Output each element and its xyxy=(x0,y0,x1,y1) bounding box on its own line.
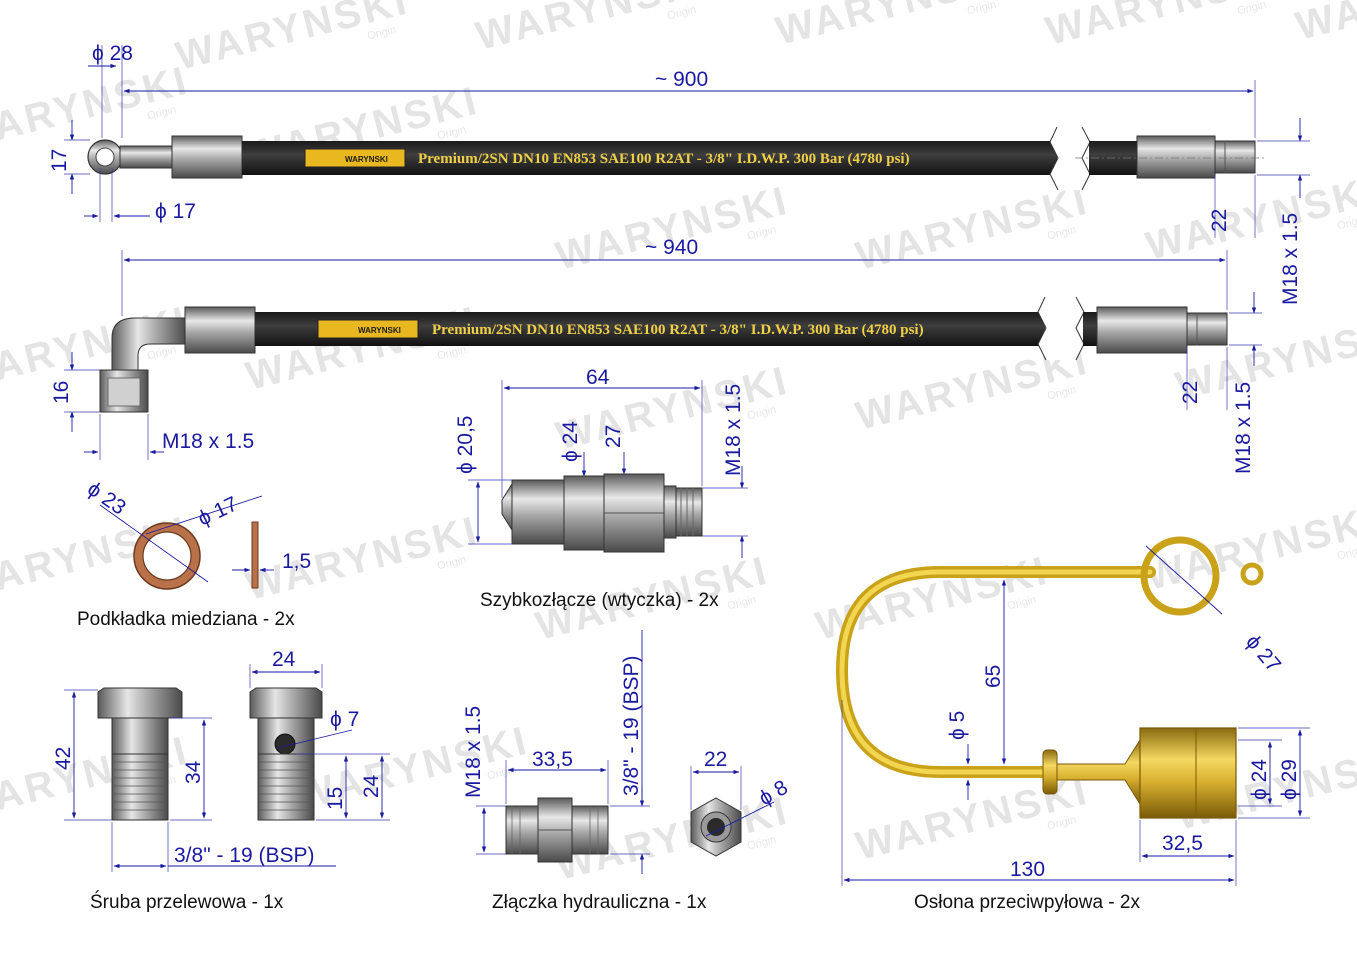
dim-hose1-height: 17 xyxy=(48,149,71,172)
hose-1-dimensions: ϕ 28 ~ 900 17 ϕ 17 22 M18 x 1.5 xyxy=(48,42,1310,305)
ferrule-left xyxy=(171,135,243,179)
nipple-caption: Złączka hydrauliczna - 1x xyxy=(492,892,707,913)
dim-hose2-height: 16 xyxy=(50,381,73,404)
bolt-head xyxy=(97,687,183,719)
dim-bolt-thread-len: 24 xyxy=(360,774,383,798)
dim-hose2-length: ~ 940 xyxy=(645,236,698,259)
dust-cap-dimensions: ϕ 27 65 ϕ 5 ϕ 24 ϕ 29 32,5 130 Osłona pr… xyxy=(841,545,1310,913)
dim-bolt-thread: 3/8" - 19 (BSP) xyxy=(174,844,315,867)
dim-hose1-inner-dia: ϕ 17 xyxy=(155,200,196,223)
dust-cap xyxy=(835,536,1264,819)
hose-2: WARYNSKI Premium/2SN DN10 EN853 SAE100 R… xyxy=(99,296,1228,413)
svg-text:WARYNSKI: WARYNSKI xyxy=(1292,0,1357,49)
dim-washer-inner: ϕ 17 xyxy=(194,492,241,530)
hose-1: WARYNSKI Premium/2SN DN10 EN853 SAE100 R… xyxy=(87,126,1265,191)
hydraulic-nipple xyxy=(505,797,742,863)
dim-cap-height: 65 xyxy=(982,665,1005,688)
dim-nipple-thread-a: M18 x 1.5 xyxy=(462,706,485,798)
dim-washer-outer: ϕ 23 xyxy=(83,477,130,519)
dim-coupler-length: 64 xyxy=(586,366,610,389)
bolt-thread xyxy=(111,753,169,821)
dim-bolt-hole: ϕ 7 xyxy=(330,708,359,731)
washer-side xyxy=(251,521,259,589)
hose-2-dimensions: ~ 940 16 M18 x 1.5 22 M18 x 1.5 xyxy=(50,236,1262,474)
dim-nipple-length: 33,5 xyxy=(532,748,573,771)
dim-washer-thickness: 1,5 xyxy=(282,550,311,573)
ferrule-left-2 xyxy=(184,306,256,354)
dim-cap-d2: ϕ 29 xyxy=(1278,759,1301,800)
hose-logo-box xyxy=(304,148,406,168)
dim-bolt-total: 42 xyxy=(52,747,75,770)
hose-logo: WARYNSKI xyxy=(345,155,388,164)
dim-hose2-thread: M18 x 1.5 xyxy=(1232,382,1255,474)
svg-text:WARYNSKI: WARYNSKI xyxy=(1142,168,1357,268)
quick-coupler-dimensions: 64 ϕ 20,5 ϕ 24 27 M18 x 1.5 Szybkozłącze… xyxy=(454,366,748,611)
dim-cap-ring: ϕ 27 xyxy=(1241,630,1285,676)
dim-nipple-hex: 22 xyxy=(704,748,727,771)
nut-right xyxy=(1214,140,1256,174)
cap-body xyxy=(1139,727,1237,819)
hose-print: Premium/2SN DN10 EN853 SAE100 R2AT - 3/8… xyxy=(418,151,910,167)
dim-bolt-hole-pos: 15 xyxy=(324,787,347,810)
washer-caption: Podkładka miedziana - 2x xyxy=(77,609,295,630)
dim-hose2-elbow-thread: M18 x 1.5 xyxy=(162,430,254,453)
dim-coupler-d2: ϕ 24 xyxy=(559,421,582,462)
dim-hose1-nut: 22 xyxy=(1208,209,1231,232)
hose-logo-2: WARYNSKI xyxy=(358,326,401,335)
nut-right-2 xyxy=(1186,312,1228,346)
dim-coupler-thread: M18 x 1.5 xyxy=(722,384,745,476)
hose-logo-box-2 xyxy=(317,319,419,339)
ferrule-right xyxy=(1136,135,1216,179)
dim-hose1-length: ~ 900 xyxy=(655,68,708,91)
dim-cap-wire: ϕ 5 xyxy=(946,711,969,740)
dim-bolt-shank: 34 xyxy=(182,760,205,784)
banjo-bolt-side xyxy=(249,687,323,821)
dim-nipple-thread-b: 3/8" - 19 (BSP) xyxy=(620,655,643,796)
dim-cap-total: 130 xyxy=(1010,858,1045,881)
banjo-bolt-front xyxy=(97,687,183,821)
ferrule-right-2 xyxy=(1096,306,1188,354)
dim-hose2-nut: 22 xyxy=(1179,381,1202,404)
dim-coupler-d1: ϕ 20,5 xyxy=(454,416,477,474)
bolt-hole xyxy=(274,733,296,755)
dim-coupler-hex: 27 xyxy=(602,425,625,448)
dim-hose1-outer-dia: ϕ 28 xyxy=(92,42,133,65)
dim-cap-d1: ϕ 24 xyxy=(1248,759,1271,800)
cap-ring xyxy=(1140,536,1220,616)
coupler-nose xyxy=(501,482,513,532)
coupler-caption: Szybkozłącze (wtyczka) - 2x xyxy=(480,590,719,611)
coupler-thread xyxy=(675,487,703,537)
dim-hose1-thread: M18 x 1.5 xyxy=(1279,213,1302,305)
dustcap-caption: Osłona przeciwpyłowa - 2x xyxy=(914,892,1140,913)
dim-cap-len: 32,5 xyxy=(1162,832,1203,855)
dim-bolt-hex: 24 xyxy=(272,648,296,671)
cap-collar xyxy=(1042,749,1058,795)
banjo-bolt-dimensions: 42 34 24 ϕ 7 15 24 3/8" - 19 (BSP) Śruba… xyxy=(52,648,390,913)
bolt-caption: Śruba przelewowa - 1x xyxy=(90,891,284,913)
bolt-head-side xyxy=(249,687,323,719)
quick-coupler xyxy=(501,473,703,553)
hose-print-2: Premium/2SN DN10 EN853 SAE100 R2AT - 3/8… xyxy=(432,322,924,338)
